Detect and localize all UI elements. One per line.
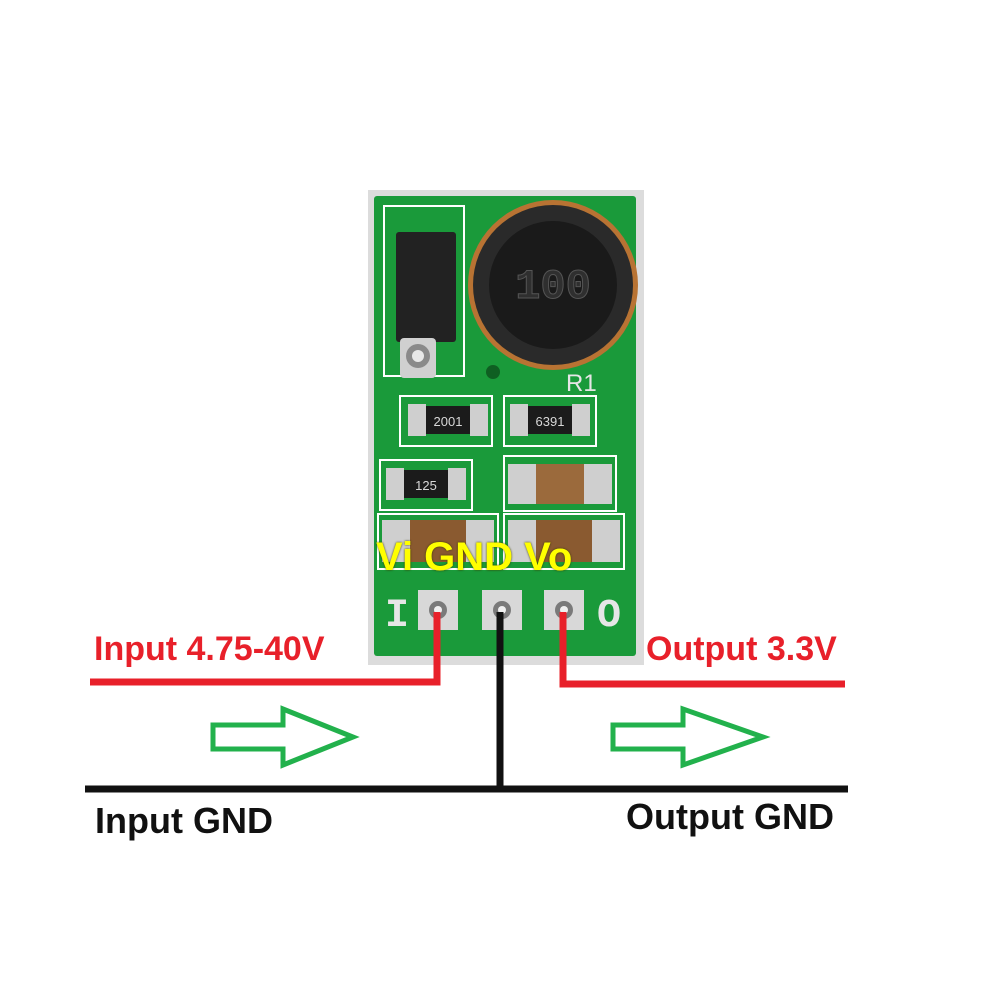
capacitor-b-outline [377, 513, 499, 570]
resistor-ref-label: R1 [566, 370, 597, 397]
silkscreen-outlines [377, 205, 625, 570]
input-gnd-label: Input GND [95, 800, 273, 841]
pin-vo [544, 590, 584, 630]
silk-output-mark: O [597, 594, 621, 639]
inductor: 100 [468, 200, 638, 370]
capacitor-a-outline [503, 455, 617, 512]
resistor-b-outline [503, 395, 597, 447]
resistor-b: 6391 [510, 404, 590, 436]
capacitor-c-outline [503, 513, 625, 570]
capacitor-a [508, 464, 612, 504]
output-gnd-label: Output GND [626, 796, 834, 837]
silk-input-mark: I [385, 594, 409, 639]
input-flow-arrow [210, 705, 360, 769]
ic-package [396, 232, 456, 378]
resistor-a: 2001 [408, 404, 488, 436]
input-voltage-label: Input 4.75-40V [94, 630, 325, 668]
via-hole [486, 365, 500, 379]
output-flow-arrow [610, 705, 771, 769]
resistor-c: 125 [386, 468, 466, 500]
inductor-marking: 100 [515, 263, 591, 311]
output-voltage-wire [559, 612, 845, 688]
resistor-c-marking: 125 [415, 478, 437, 493]
resistor-a-outline [399, 395, 493, 447]
capacitor-c [508, 520, 620, 562]
resistor-b-marking: 6391 [536, 414, 565, 429]
input-voltage-wire [90, 612, 441, 686]
resistor-a-marking: 2001 [434, 414, 463, 429]
capacitor-b [382, 520, 494, 562]
pin-labels: Vi GND Vo [376, 535, 573, 579]
resistor-c-outline [379, 459, 473, 511]
output-voltage-label: Output 3.3V [646, 630, 837, 668]
